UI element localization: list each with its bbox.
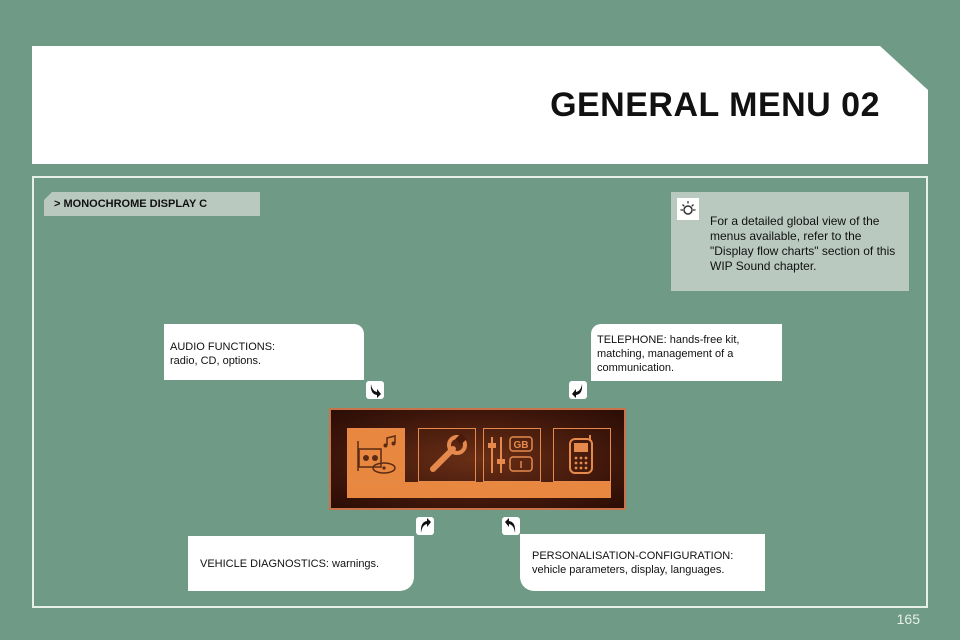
language-label-gb: GB [514, 440, 529, 451]
page-title: GENERAL MENU 02 [550, 86, 880, 124]
settings-sliders-icon: GB I [483, 428, 541, 482]
info-note: For a detailed global view of the menus … [671, 192, 909, 291]
arrow-down-right-icon [366, 381, 384, 399]
language-label-i: I [520, 460, 523, 471]
callout-audio-body: radio, CD, options. [170, 355, 262, 367]
callout-personalisation-title: PERSONALISATION-CONFIGURATION: [532, 550, 734, 562]
callout-telephone: TELEPHONE: hands-free kit, matching, man… [591, 324, 782, 381]
telephone-icon [553, 428, 611, 482]
wrench-icon [418, 428, 476, 482]
callout-audio-functions: AUDIO FUNCTIONS: radio, CD, options. [164, 324, 364, 380]
callout-personalisation-body: vehicle parameters, display, languages. [532, 564, 725, 576]
audio-icon [347, 428, 405, 482]
info-note-text: For a detailed global view of the menus … [710, 214, 896, 273]
callout-vehicle-diagnostics: VEHICLE DIAGNOSTICS: warnings. [188, 536, 414, 591]
lightbulb-icon [677, 198, 699, 220]
section-label: > MONOCHROME DISPLAY C [44, 192, 260, 216]
page-number: 165 [896, 611, 920, 627]
display-status-bar [347, 482, 611, 498]
callout-personalisation: PERSONALISATION-CONFIGURATION: vehicle p… [520, 534, 765, 591]
callout-audio-title: AUDIO FUNCTIONS: [170, 341, 276, 353]
arrow-up-right-icon [416, 517, 434, 535]
arrow-up-left-icon [502, 517, 520, 535]
content-frame [32, 176, 928, 608]
header-banner: GENERAL MENU 02 [32, 46, 928, 164]
arrow-down-left-icon [569, 381, 587, 399]
monochrome-display: GB I [329, 408, 626, 510]
